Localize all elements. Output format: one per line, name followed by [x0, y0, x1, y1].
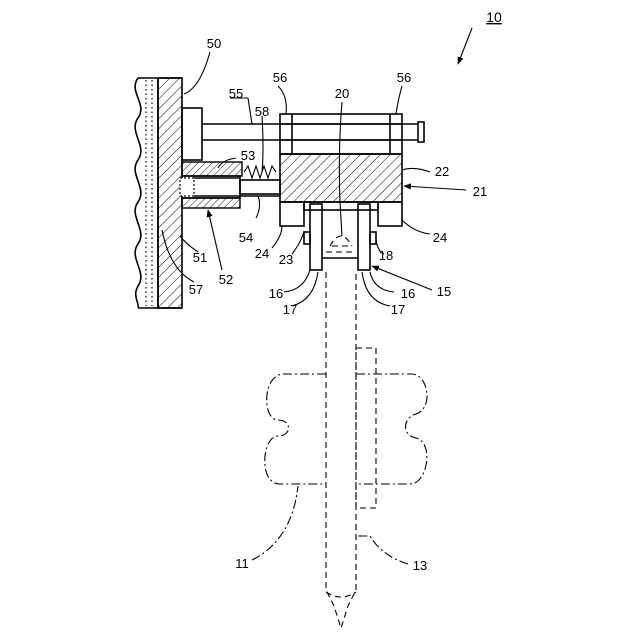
- label-23: 23: [279, 252, 293, 267]
- label-24-left: 24: [255, 246, 269, 261]
- label-16-left: 16: [269, 286, 283, 301]
- label-55: 55: [229, 86, 243, 101]
- spring-58: [244, 166, 276, 178]
- label-16-right: 16: [401, 286, 415, 301]
- gripper-15: [304, 202, 376, 270]
- cylinder-52: [182, 198, 240, 208]
- label-50: 50: [207, 36, 221, 51]
- label-56-left: 56: [273, 70, 287, 85]
- label-24-right: 24: [433, 230, 447, 245]
- rod-bracket: [182, 108, 202, 160]
- label-13: 13: [413, 558, 427, 573]
- actuator-assembly: [180, 162, 280, 208]
- label-17-right: 17: [391, 302, 405, 317]
- label-51: 51: [193, 250, 207, 265]
- label-56-right: 56: [397, 70, 411, 85]
- label-52: 52: [219, 272, 233, 287]
- label-54: 54: [239, 230, 253, 245]
- label-20: 20: [335, 86, 349, 101]
- label-11: 11: [235, 556, 249, 571]
- reference-labels: 10 50 55 56 56 58 20 53 22 21 54 24 23 2…: [189, 9, 502, 573]
- label-58: 58: [255, 104, 269, 119]
- wall-plate-57: [158, 78, 182, 308]
- plant-outline-11: [265, 348, 427, 508]
- wall-structure: [135, 78, 182, 308]
- label-22: 22: [435, 164, 449, 179]
- label-10: 10: [486, 9, 502, 25]
- label-53: 53: [241, 148, 255, 163]
- label-57: 57: [189, 282, 203, 297]
- pile-13: [326, 272, 356, 628]
- label-18: 18: [379, 248, 393, 263]
- label-21: 21: [473, 184, 487, 199]
- label-17-left: 17: [283, 302, 297, 317]
- hatched-block-22: [280, 154, 402, 202]
- label-15: 15: [437, 284, 451, 299]
- cylinder-53: [182, 162, 242, 176]
